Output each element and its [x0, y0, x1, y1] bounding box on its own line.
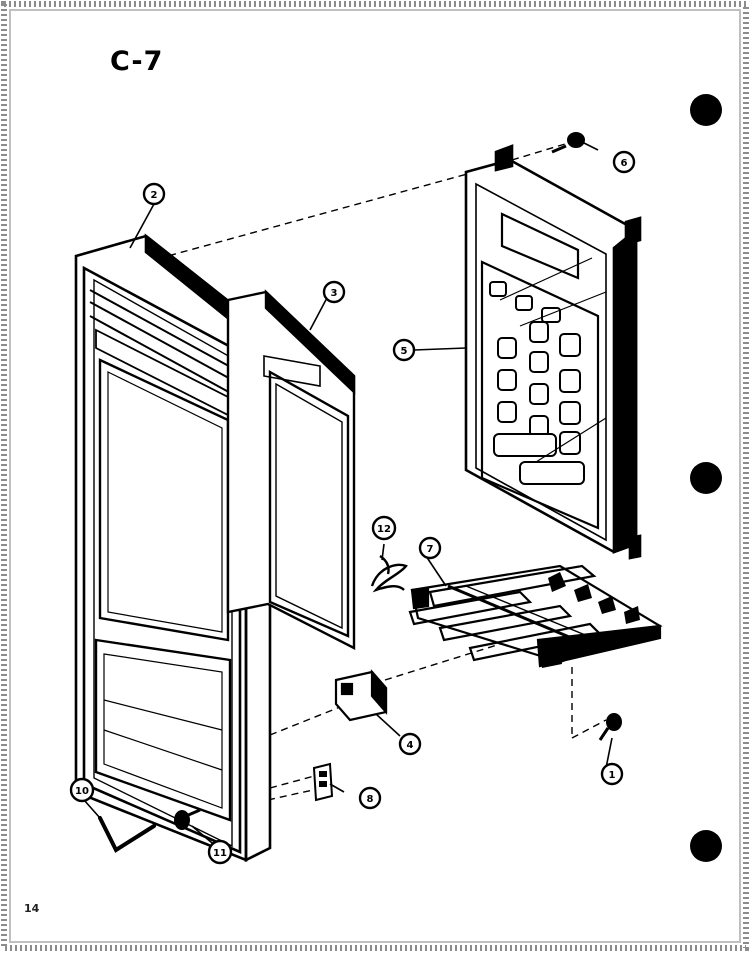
callout-3-label: 3	[331, 288, 338, 299]
screw-part-11	[174, 808, 201, 830]
callout-leaders	[83, 141, 613, 849]
callout-10-label: 10	[75, 786, 89, 797]
footer-page-number: 14	[24, 902, 40, 915]
callout-3: 3	[322, 280, 346, 304]
callout-4-label: 4	[407, 740, 414, 751]
callout-11: 11	[207, 839, 233, 865]
binder-holes	[690, 94, 722, 862]
control-panel-part-5	[464, 144, 642, 560]
latch-bracket-part-7	[408, 564, 663, 668]
plate-part-8	[312, 762, 334, 802]
callout-5-label: 5	[401, 346, 408, 357]
callout-7: 7	[418, 536, 442, 560]
callout-4: 4	[398, 732, 422, 756]
switch-part-4	[334, 669, 388, 722]
callout-12: 12	[371, 515, 397, 541]
callout-6: 6	[612, 150, 636, 174]
callout-7-label: 7	[427, 544, 434, 555]
spring-part-12	[370, 555, 408, 593]
page-label: C-7	[110, 46, 164, 77]
hex-wrench-part-10	[98, 816, 156, 853]
screw-part-1	[598, 713, 622, 741]
callout-8-label: 8	[367, 794, 374, 805]
door-inner-panel-part-3	[226, 289, 356, 650]
callout-1-label: 1	[609, 770, 616, 781]
callout-2-label: 2	[151, 190, 158, 201]
callout-2: 2	[142, 182, 166, 206]
callout-1: 1	[600, 762, 624, 786]
callout-5: 5	[392, 338, 416, 362]
callout-11-label: 11	[213, 848, 227, 859]
callout-12-label: 12	[377, 524, 391, 535]
callout-8: 8	[358, 786, 382, 810]
screw-top	[551, 132, 585, 154]
callout-6-label: 6	[621, 158, 628, 169]
callout-10: 10	[69, 777, 95, 803]
